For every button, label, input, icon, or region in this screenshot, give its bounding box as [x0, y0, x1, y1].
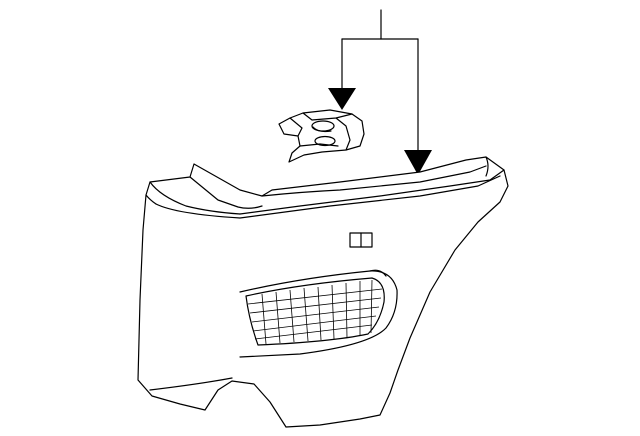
mounting-tab: [349, 232, 373, 248]
arrowhead-clip: [328, 88, 356, 110]
callout-leader: [328, 9, 432, 175]
arrowhead-panel: [404, 150, 432, 175]
trim-panel: [137, 156, 509, 428]
vent-grille: [239, 269, 398, 358]
retaining-clip: [278, 109, 365, 163]
